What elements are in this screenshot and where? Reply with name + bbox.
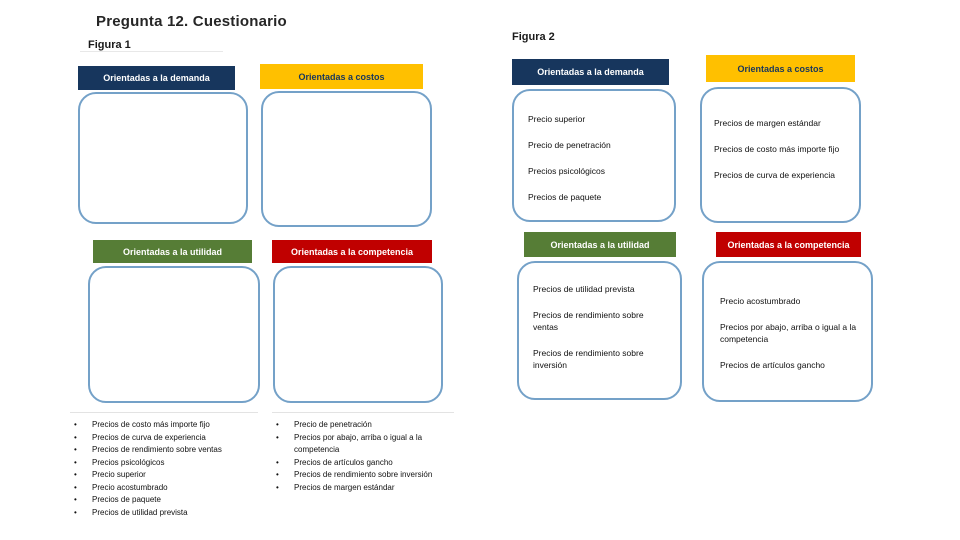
dropzone-costos[interactable] [261,91,432,227]
category-header-label: Orientadas a costos [298,71,385,82]
word-bank-item-label: Precios de costo más importe fijo [92,420,210,429]
figure2-header-costos: Orientadas a costos [706,55,855,82]
page-title: Pregunta 12. Cuestionario [96,13,287,30]
bullet-icon: • [74,432,77,442]
category-header-label: Orientadas a la demanda [537,67,644,77]
bullet-icon: • [276,470,279,479]
word-bank-item-label: Precio acostumbrado [92,482,168,492]
word-bank-list-2: • Precio de penetración • Precios por abajo… [272,412,454,494]
category-header-label: Orientadas a la competencia [727,239,850,250]
word-bank-item[interactable]: • Precios de rendimiento sobre inversión [272,469,454,482]
bullet-icon: • [276,482,279,492]
price-type-item: Precios de costo más importe fijo [714,144,840,154]
price-type-item: Precios de rendimiento sobre ventas [533,310,644,332]
category-header-label: Orientadas a la competencia [290,246,414,257]
word-bank-item[interactable]: • Precios de utilidad prevista [70,507,258,520]
word-bank-item[interactable]: • Precios de margen estándar [272,482,454,495]
price-type-item: Precios de paquete [528,192,602,202]
figure1-header-demanda: Orientadas a la demanda [78,66,235,90]
word-bank-item-label: Precios de curva de experiencia [92,432,206,442]
price-type-item: Precios psicológicos [528,166,606,176]
figure2-header-demanda: Orientadas a la demanda [512,59,669,85]
word-bank-item-label: Precio superior [92,470,146,479]
dropzone-demanda[interactable] [78,92,248,224]
bullet-icon: • [74,495,77,504]
price-type-item: Precios de rendimiento sobre inversión [533,348,644,370]
category-header-label: Orientadas a la utilidad [122,246,223,257]
bullet-icon: • [74,507,77,517]
figure2-header-utilidad: Orientadas a la utilidad [524,232,676,257]
word-bank-item-label: Precios de artículos gancho [294,457,393,467]
price-type-item: Precios de margen estándar [714,118,821,128]
word-bank-item[interactable]: • Precios psicológicos [70,457,258,470]
word-bank-item-label: Precio de penetración [294,420,372,429]
word-bank-item[interactable]: • Precio de penetración [272,419,454,432]
word-bank-item[interactable]: • Precio acostumbrado [70,482,258,495]
figure1-header-competencia: Orientadas a la competencia [272,240,432,263]
bullet-icon: • [74,445,77,454]
category-header-label: Orientadas a la demanda [103,73,210,83]
bullet-icon: • [74,470,77,479]
category-header-label: Orientadas a la utilidad [550,239,650,250]
bullet-icon: • [74,420,77,429]
figure1-underline [80,51,223,52]
bullet-icon: • [276,457,279,467]
figure1-label: Figura 1 [88,39,131,51]
word-bank-item[interactable]: • Precios de artículos gancho [272,457,454,470]
word-bank-item[interactable]: • Precios por abajo, arriba o igual a la … [272,432,454,457]
bullet-icon: • [276,432,279,442]
price-type-item: Precio acostumbrado [720,296,801,306]
word-bank-item-label: Precios psicológicos [92,457,165,467]
bullet-icon: • [74,457,77,467]
word-bank-item[interactable]: • Precios de costo más importe fijo [70,419,258,432]
price-type-item: Precios de utilidad prevista [533,284,635,294]
word-bank-list-1: • Precios de costo más importe fijo • Preci… [70,412,258,519]
word-bank-item[interactable]: • Precio superior [70,469,258,482]
figure2-header-competencia: Orientadas a la competencia [716,232,861,257]
price-type-item: Precios por abajo, arriba o igual a la c… [720,322,857,344]
price-type-item: Precio superior [528,114,586,124]
figure1-header-utilidad: Orientadas a la utilidad [93,240,252,263]
figure1-header-costos: Orientadas a costos [260,64,423,89]
word-bank-item-label: Precios de utilidad prevista [92,507,188,517]
word-bank-item[interactable]: • Precios de curva de experiencia [70,432,258,445]
word-bank-item[interactable]: • Precios de paquete [70,494,258,507]
word-bank-item-label: Precios de rendimiento sobre inversión [294,470,433,479]
word-bank-item-label: Precios de margen estándar [294,482,395,492]
word-bank-item[interactable]: • Precios de rendimiento sobre ventas [70,444,258,457]
price-type-item: Precios de artículos gancho [720,360,825,370]
word-bank-item-label: Precios por abajo, arriba o igual a la c… [294,432,423,455]
bullet-icon: • [276,420,279,429]
bullet-icon: • [74,482,77,492]
dropzone-utilidad[interactable] [88,266,260,403]
figure2-label: Figura 2 [512,31,555,43]
dropzone-competencia[interactable] [273,266,443,403]
category-header-label: Orientadas a costos [737,63,824,74]
word-bank-item-label: Precios de rendimiento sobre ventas [92,445,222,454]
price-type-item: Precio de penetración [528,140,611,150]
word-bank-item-label: Precios de paquete [92,495,161,504]
price-type-item: Precios de curva de experiencia [714,170,835,180]
